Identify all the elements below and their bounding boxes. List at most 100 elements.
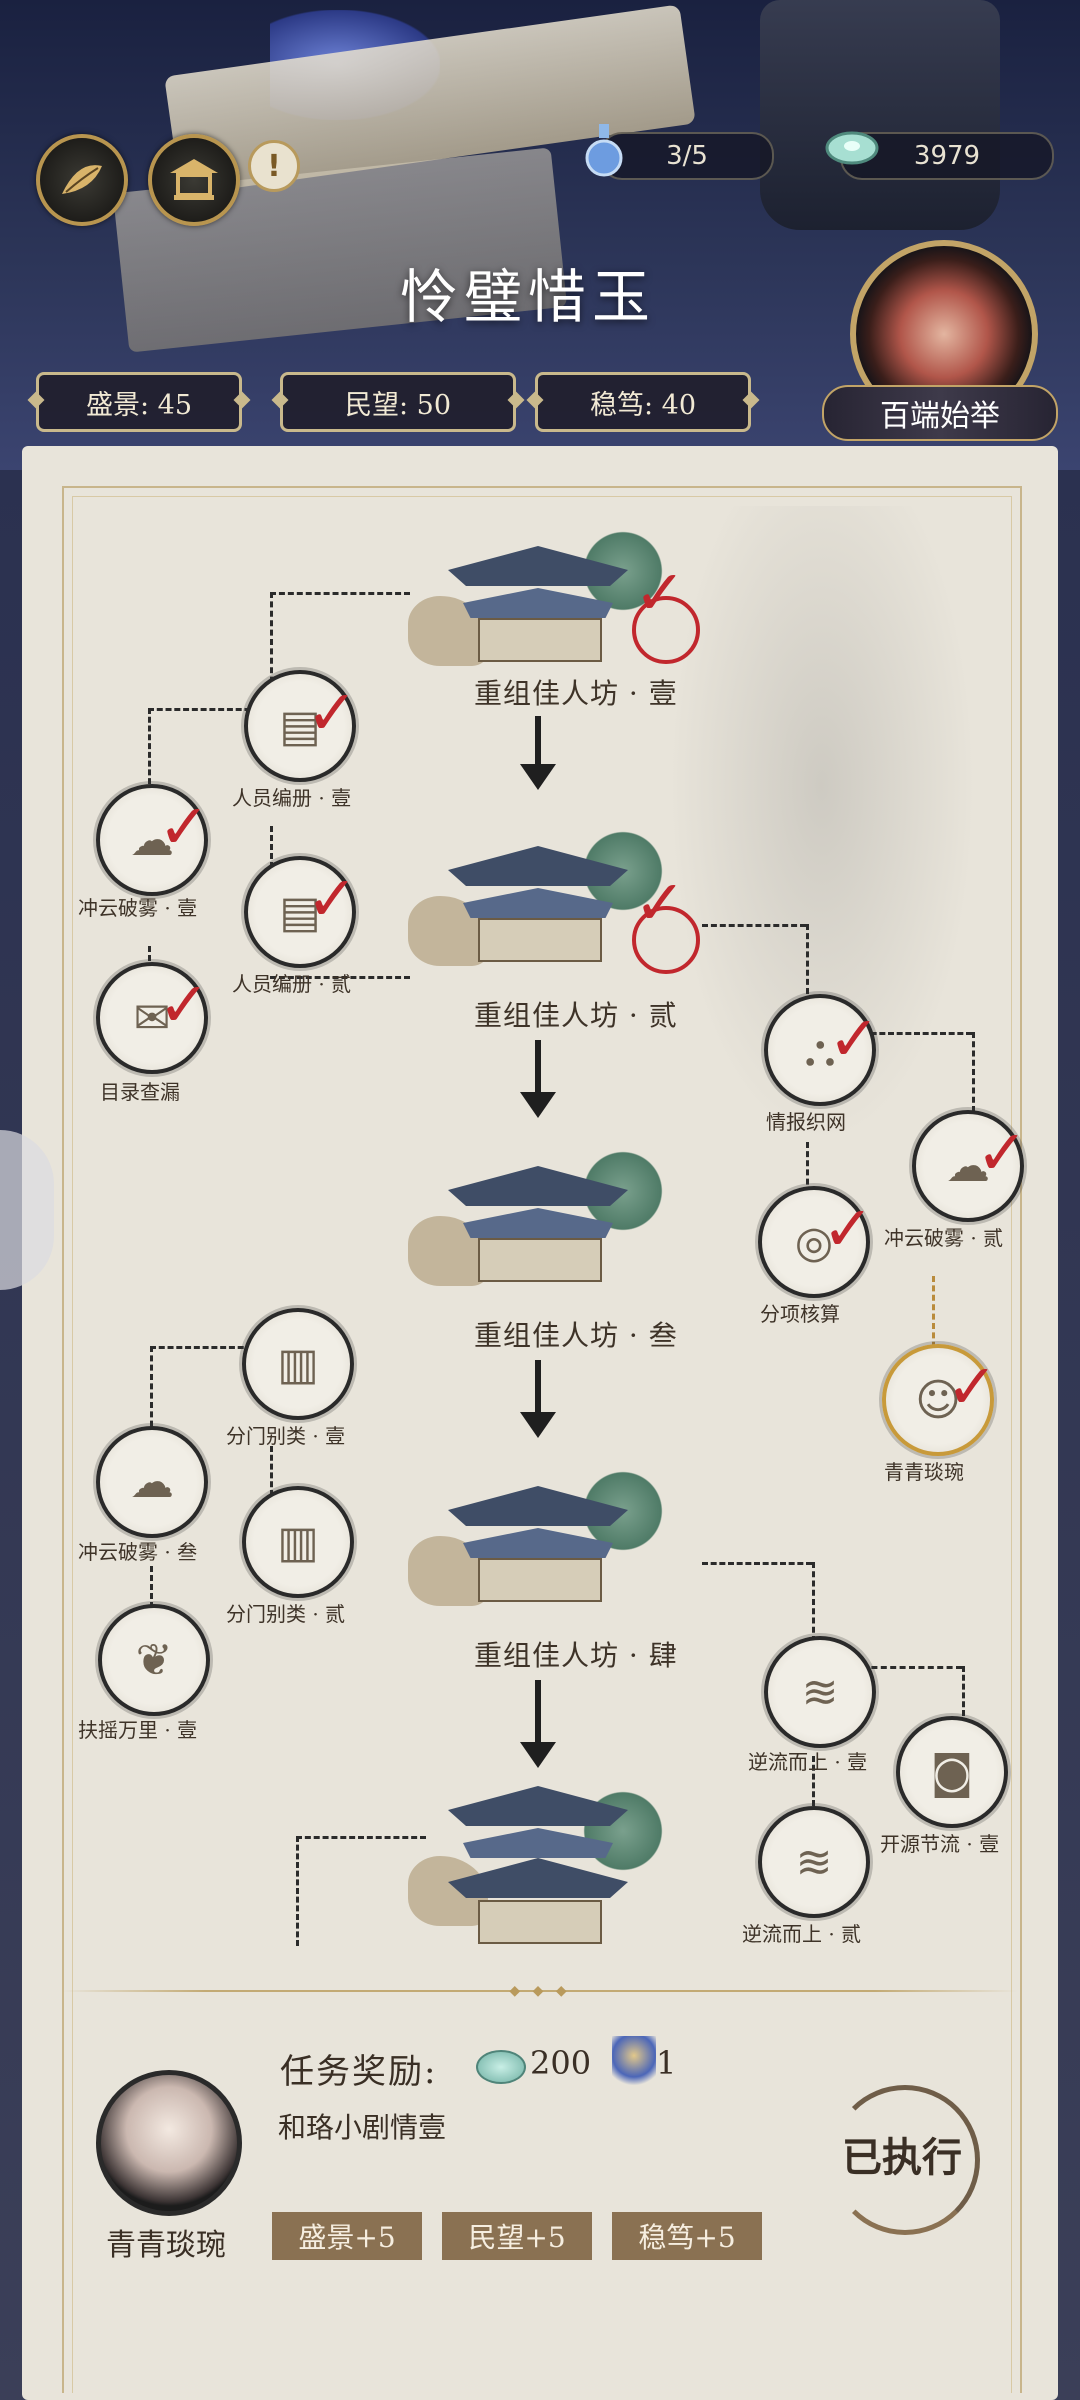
panel-border: [62, 486, 1022, 2393]
connector: [862, 1666, 962, 1669]
alert-button[interactable]: !: [248, 140, 300, 192]
connector: [806, 924, 809, 994]
arrow-head-icon: [520, 1742, 556, 1768]
side-node-fenxiang[interactable]: ◎: [758, 1186, 870, 1298]
stat-label: 民望: 50: [344, 389, 452, 421]
reward-title: 任务奖励:: [280, 2052, 438, 2092]
side-node-label: 目录查漏: [100, 1080, 180, 1104]
arrow-head-icon: [520, 1092, 556, 1118]
checkmark-icon: ✓: [828, 1002, 880, 1075]
main-node-3[interactable]: [408, 1146, 668, 1286]
side-node-fenmen-1[interactable]: ▥: [242, 1308, 354, 1420]
coins-icon: ◎: [794, 1216, 834, 1268]
main-node-1[interactable]: [408, 526, 668, 666]
checkmark-icon: ✓: [306, 862, 358, 935]
hall-shape: [478, 918, 602, 962]
side-node-chongyun-3[interactable]: ☁: [96, 1426, 208, 1538]
character-name: 青青琰琬: [106, 2228, 226, 2263]
connector: [702, 1562, 812, 1565]
potion-bottle-icon: [585, 124, 623, 177]
hall-shape: [478, 1900, 602, 1944]
reward-item-amount: 1: [656, 2044, 677, 2082]
pavilion-button[interactable]: [148, 134, 240, 226]
potion-counter: 3/5: [600, 132, 774, 180]
reward-tag-minwang: 民望+5: [442, 2212, 592, 2260]
checkmark-circle: [632, 906, 700, 974]
side-node-label: 分项核算: [760, 1302, 840, 1326]
stat-label: 盛景: 45: [85, 389, 193, 421]
character-avatar: [96, 2070, 242, 2216]
down-arrow: [535, 716, 541, 766]
side-node-label: 冲云破雾 · 壹: [78, 896, 198, 920]
fairy-icon: ❦: [135, 1634, 173, 1686]
stat-shengjing: 盛景: 45: [36, 372, 242, 432]
connector: [148, 708, 151, 828]
side-node-label: 逆流而上 · 壹: [748, 1750, 868, 1774]
leaf-menu-button[interactable]: [36, 134, 128, 226]
side-node-niliu-2[interactable]: ≋: [758, 1806, 870, 1918]
side-node-label: 青青琰琬: [884, 1460, 964, 1484]
side-node-fuyao[interactable]: ❦: [98, 1604, 210, 1716]
wave-icon: ≋: [795, 1836, 833, 1888]
books-icon: ▥: [277, 1338, 319, 1390]
stat-minwang: 民望: 50: [280, 372, 516, 432]
main-node-label: 重组佳人坊 · 肆: [474, 1639, 678, 1672]
connector: [862, 1032, 972, 1035]
connector: [150, 1566, 153, 1626]
side-node-renyuan-1[interactable]: ▤: [244, 670, 356, 782]
side-node-character[interactable]: ☺: [882, 1344, 994, 1456]
checkmark-icon: ✓: [158, 968, 210, 1041]
task-tree[interactable]: ✓ 重组佳人坊 · 壹 ✓ 重组佳人坊 · 贰 重组佳人坊 · 叁 重组佳人坊 …: [22, 446, 1058, 1946]
main-node-2[interactable]: [408, 826, 668, 966]
character-icon: ☺: [915, 1374, 961, 1426]
arrow-head-icon: [520, 764, 556, 790]
reward-description: 和珞小剧情壹: [278, 2111, 447, 2144]
connector: [806, 1142, 809, 1212]
book-stack-icon: ▤: [279, 700, 321, 752]
side-node-label: 开源节流 · 壹: [880, 1832, 1000, 1856]
connector: [270, 1446, 273, 1496]
checkmark-circle: [632, 596, 700, 664]
down-arrow: [535, 1360, 541, 1414]
event-label[interactable]: 百端始举: [822, 385, 1058, 441]
cloud-icon: ☁: [130, 1456, 174, 1508]
side-drawer-handle[interactable]: [0, 1130, 54, 1290]
side-node-renyuan-2[interactable]: ▤: [244, 856, 356, 968]
jade-icon: [825, 131, 879, 165]
checkmark-icon: ✓: [634, 866, 686, 939]
side-node-qingbao[interactable]: ⛬: [764, 994, 876, 1106]
side-node-fenmen-2[interactable]: ▥: [242, 1486, 354, 1598]
hall-shape: [478, 618, 602, 662]
divider-line: [62, 1990, 1018, 1992]
side-node-mulu[interactable]: ✉: [96, 962, 208, 1074]
side-node-chongyun-2[interactable]: ☁: [912, 1110, 1024, 1222]
side-node-niliu-1[interactable]: ≋: [764, 1636, 876, 1748]
checkmark-icon: ✓: [976, 1116, 1028, 1189]
jade-counter: 3979: [840, 132, 1054, 180]
connector: [270, 826, 273, 886]
connector: [150, 1346, 270, 1349]
checkmark-icon: ✓: [158, 790, 210, 863]
scroll-icon: ✉: [133, 992, 171, 1044]
jade-icon: [476, 2050, 526, 2084]
side-node-label: 逆流而上 · 贰: [742, 1922, 862, 1946]
main-node-label: 重组佳人坊 · 叁: [474, 1319, 678, 1352]
side-node-label: 冲云破雾 · 叁: [78, 1540, 198, 1564]
hall-shape: [478, 1558, 602, 1602]
potion-count: 3/5: [666, 141, 708, 171]
cloud-icon: ☁: [130, 814, 174, 866]
side-node-label: 人员编册 · 贰: [232, 972, 352, 996]
reward-tag-wendu: 稳笃+5: [612, 2212, 762, 2260]
connector: [812, 1756, 815, 1806]
main-node-4[interactable]: [408, 1466, 668, 1606]
main-node-5[interactable]: [408, 1786, 668, 1946]
side-node-kaiyuan[interactable]: ◙: [896, 1716, 1008, 1828]
executed-status: 已执行: [842, 2134, 962, 2181]
checkmark-icon: ✓: [306, 676, 358, 749]
checkmark-icon: ✓: [822, 1192, 874, 1265]
side-node-label: 情报织网: [766, 1110, 846, 1134]
connector: [270, 592, 410, 595]
net-icon: ⛬: [804, 1024, 836, 1076]
side-node-chongyun-1[interactable]: ☁: [96, 784, 208, 896]
pavilion-icon: [170, 159, 218, 200]
